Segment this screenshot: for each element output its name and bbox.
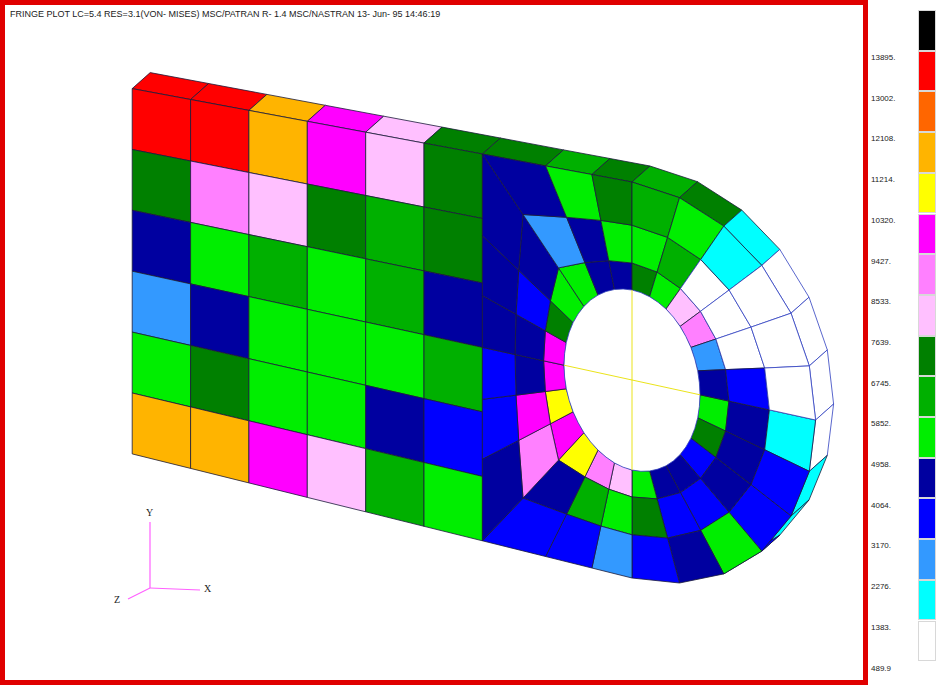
lug-element [632, 470, 657, 499]
lug-element [765, 366, 816, 420]
plot-header: FRINGE PLOT LC=5.4 RES=3.1(VON- MISES) M… [10, 9, 440, 20]
legend-swatch [918, 91, 936, 132]
lug-element [632, 497, 668, 538]
lug-element [592, 175, 632, 226]
legend-swatch [918, 580, 936, 621]
legend-swatch [918, 132, 936, 173]
shank-element [424, 207, 482, 283]
lug-element [632, 535, 680, 583]
legend-value: 13895. [871, 53, 895, 63]
legend-value: 7639. [871, 338, 891, 348]
shank-element [424, 463, 482, 541]
shank-element [307, 247, 365, 322]
z-axis-line [128, 588, 150, 599]
legend-value: 6745. [871, 379, 891, 389]
legend-swatch [918, 539, 936, 580]
shank-element [424, 143, 482, 218]
legend-value: 8533. [871, 297, 891, 307]
legend-swatch [918, 498, 936, 539]
shank-element [366, 449, 424, 527]
hole-centerline [632, 290, 633, 470]
legend-value: 10320. [871, 216, 895, 226]
legend-value: 1383. [871, 623, 891, 633]
plot-frame [3, 3, 866, 683]
shank-element [191, 407, 249, 483]
legend-value: 12108. [871, 134, 895, 144]
legend-value: 13002. [871, 94, 895, 104]
shank-element [249, 173, 307, 247]
legend-value: 489.9 [871, 664, 891, 674]
lug-element [609, 261, 632, 290]
pin-hole [564, 289, 700, 471]
legend-swatch [918, 10, 936, 51]
shank-element [249, 421, 307, 498]
legend-swatch [918, 214, 936, 255]
legend-swatch [918, 376, 936, 417]
shank-element [307, 184, 365, 259]
legend-swatch [918, 295, 936, 336]
axis-label: X [204, 583, 211, 595]
legend-swatch [918, 173, 936, 214]
legend-value: 4958. [871, 460, 891, 470]
legend-value: 9427. [871, 257, 891, 267]
lug-element [546, 166, 601, 221]
legend-swatch [918, 254, 936, 295]
lug-element [482, 347, 516, 399]
lug-element [601, 220, 632, 263]
shank-element [249, 235, 307, 310]
lug-element [698, 370, 729, 402]
lug-element [482, 395, 518, 459]
legend-swatch [918, 51, 936, 92]
shank-element [307, 121, 365, 195]
axis-label: Y [146, 507, 153, 519]
shank-element [366, 259, 424, 335]
shank-element [132, 393, 190, 468]
legend-swatch [918, 417, 936, 458]
legend-swatch [918, 336, 936, 377]
legend-value: 5852. [871, 419, 891, 429]
fem-mesh [132, 73, 833, 583]
lug-element [515, 355, 545, 396]
legend-value: 3170. [871, 541, 891, 551]
lug-element [544, 361, 567, 392]
legend-value: 2276. [871, 582, 891, 592]
shank-element [366, 196, 424, 271]
shank-element [191, 100, 249, 173]
shank-element [132, 150, 190, 223]
shank-element [249, 110, 307, 184]
shank-element [132, 89, 190, 161]
shank-element [424, 271, 482, 348]
legend-swatch [918, 458, 936, 499]
y-axis-line [149, 522, 150, 588]
lug-element [751, 313, 809, 368]
shank-element [366, 132, 424, 207]
legend-value: 4064. [871, 501, 891, 511]
legend-swatch [918, 621, 936, 662]
shank-element [307, 435, 365, 512]
x-axis-line [150, 588, 200, 590]
lug-element [516, 392, 550, 441]
legend-value: 11214. [871, 175, 895, 185]
shank-element [191, 161, 249, 235]
axis-label: Z [114, 594, 120, 606]
lug-element [726, 368, 770, 410]
axis-triad [128, 522, 200, 599]
